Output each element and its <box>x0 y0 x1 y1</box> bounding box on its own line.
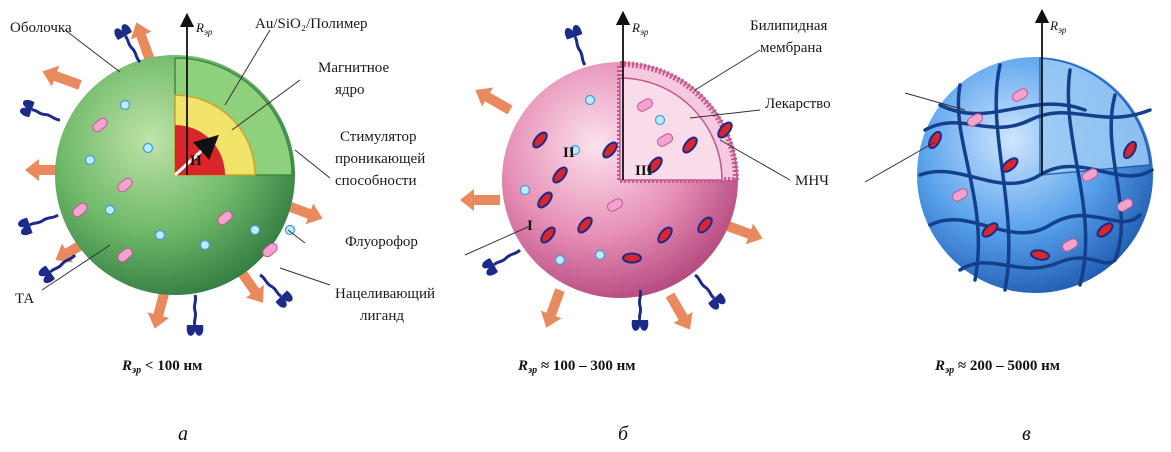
label-ta: ТА <box>15 291 34 307</box>
label-mnp: МНЧ <box>795 173 829 189</box>
panel-letter-b: б <box>618 423 629 445</box>
label-magnetic-core-1: Магнитное <box>318 60 389 76</box>
axis-label-b: Rэр <box>631 20 649 37</box>
panel-letter-a: а <box>178 423 188 445</box>
panel-c: Rэр Rэр ≈ 200 – 5000 нм в <box>865 16 1153 445</box>
label-ligand-1: Нацеливающий <box>335 286 435 302</box>
roman-3: III <box>635 163 653 179</box>
label-ligand-2: лиганд <box>360 308 404 324</box>
caption-a: Rэр < 100 нм <box>121 358 202 376</box>
label-stimulator-2: проникающей <box>335 151 425 167</box>
axis-label-a: Rэр <box>195 20 213 37</box>
panel-a: H Rэр <box>10 16 435 445</box>
label-magnetic-core-2: ядро <box>335 82 365 98</box>
axis-label-c: Rэр <box>1049 18 1067 35</box>
label-coating: Au/SiO₂/Полимер <box>255 16 368 32</box>
label-stimulator-3: способности <box>335 173 417 189</box>
panel-letter-c: в <box>1022 423 1031 445</box>
label-bilipid-1: Билипидная <box>750 18 828 34</box>
panel-b: Rэр I II III Билипидная мембрана Лекарст… <box>460 18 831 445</box>
label-fluorophore: Флуорофор <box>345 234 418 250</box>
label-shell: Оболочка <box>10 20 72 36</box>
caption-b: Rэр ≈ 100 – 300 нм <box>517 358 636 376</box>
label-drug: Лекарство <box>765 96 831 112</box>
caption-c: Rэр ≈ 200 – 5000 нм <box>934 358 1060 376</box>
roman-2: II <box>563 145 575 161</box>
label-h: H <box>190 153 202 169</box>
label-bilipid-2: мембрана <box>760 40 822 56</box>
label-stimulator-1: Стимулятор <box>340 129 416 145</box>
